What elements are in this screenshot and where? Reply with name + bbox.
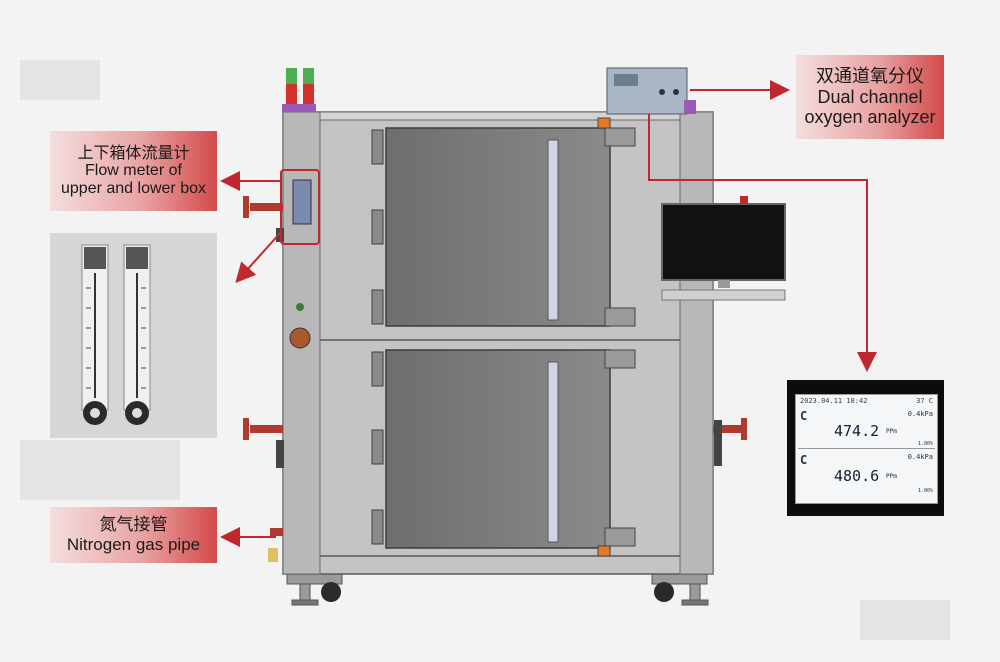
upper-chamber-window [385,127,611,327]
ch2-unit-label: C [800,453,808,467]
door-latches [597,117,636,557]
flowmeter-label: 上下箱体流量计 Flow meter of upper and lower bo… [50,131,217,211]
background-watermark [20,60,950,640]
analyzer-label-en2: oxygen analyzer [804,107,936,128]
signal-lights [282,68,316,112]
lower-chamber-window [385,349,611,549]
ch1-value: 474.2 [834,422,880,440]
caster-wheel-left [321,582,341,602]
analyzer-label-zh: 双通道氧分仪 [816,65,924,87]
gas-valves [243,196,747,536]
flowmeter-highlight-box [280,169,320,245]
ch2-sub: 1.00% [917,488,933,494]
display-temperature: 37 C [916,397,933,405]
analyzer-label: 双通道氧分仪 Dual channel oxygen analyzer [796,55,944,139]
flowmeter-label-zh: 上下箱体流量计 [77,143,190,163]
ch1-unit: PPm [886,428,897,435]
analyzer-label-en1: Dual channel [817,86,923,107]
ch2-value: 480.6 [834,467,880,485]
flowmeter-photo [50,233,217,438]
ch1-sub: 1.00% [917,441,933,447]
ch1-unit-label: C [800,409,808,423]
ch2-pressure: 0.4kPa [907,453,933,461]
nitrogen-label-en1: Nitrogen gas pipe [66,535,201,554]
nitrogen-label: 氮气接管 Nitrogen gas pipe [50,507,217,563]
cabinet-legs [286,571,709,606]
keyboard-tray [661,289,786,301]
caster-wheel-right [654,582,674,602]
flowmeter-photo-illustration [81,244,151,425]
nitrogen-label-zh: 氮气接管 [99,514,168,535]
flowmeter-label-en2: upper and lower box [61,179,206,197]
flowmeter-photo-arrow [235,231,282,283]
ch1-pressure: 0.4kPa [907,410,933,418]
cabinet-right-panel [679,111,714,575]
ch2-unit: PPm [886,473,897,480]
door-hinges [371,129,384,545]
flowmeter-label-en1: Flow meter of [85,162,182,180]
display-arrow [648,114,877,372]
analyzer-display-photo: 2023.04.11 18:42 37 C C 0.4kPa 474.2 PPm… [787,380,944,516]
display-datetime: 2023.04.11 18:42 [800,397,868,405]
flowmeter-on-cabinet [292,179,312,225]
analyzer-display-screen: 2023.04.11 18:42 37 C C 0.4kPa 474.2 PPm… [795,394,938,504]
control-monitor [661,203,786,281]
